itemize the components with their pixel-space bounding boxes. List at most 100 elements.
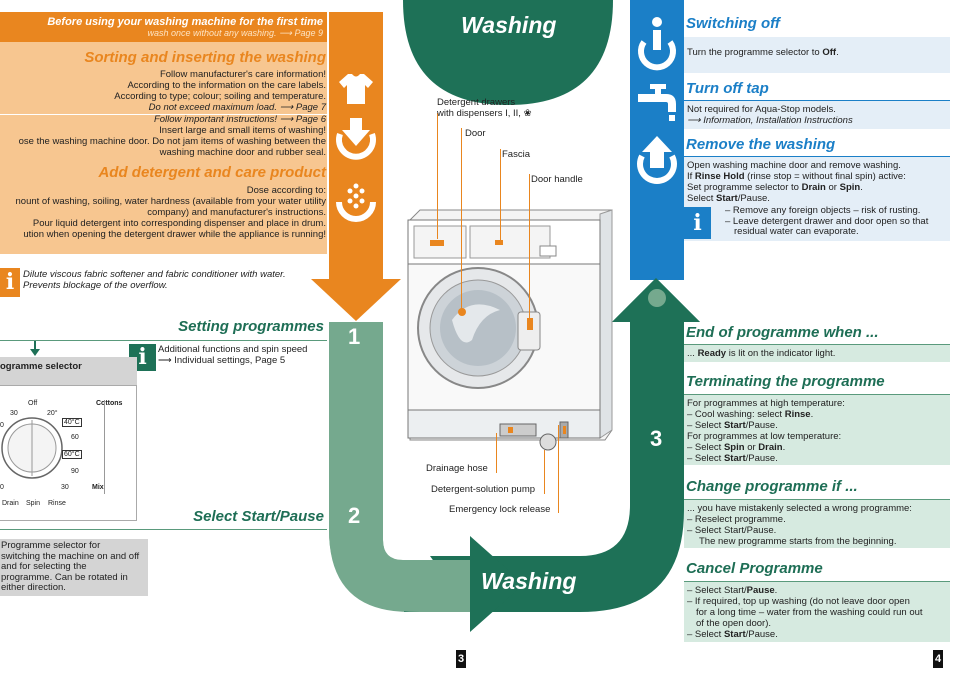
softener-note: Dilute viscous fabric softener and fabri… <box>23 269 286 291</box>
end-when-title: End of programme when ... <box>686 324 879 341</box>
select-start-title: Select Start/Pause <box>193 508 324 525</box>
remove-text: or <box>825 182 840 193</box>
sorting-line: According to the information on the care… <box>127 80 326 91</box>
remove-text: If <box>687 171 695 182</box>
sorting-lines2: Follow important instructions! ⟶ Page 6 … <box>0 114 326 158</box>
leader-fascia <box>500 149 501 245</box>
label-drainage: Drainage hose <box>426 463 488 474</box>
sorting-divider <box>0 114 327 115</box>
selector-desc-line: programme. Can be rotated in <box>1 571 128 583</box>
switching-off-box: Turn the programme selector to Off. <box>684 37 950 73</box>
terminating-bold: Start <box>723 453 746 464</box>
switching-off-title: Switching off <box>686 15 780 32</box>
remove-info-line: – Remove any foreign objects – risk of r… <box>725 205 921 216</box>
upload-arrow-icon <box>637 136 677 184</box>
turn-off-tap-rule <box>684 100 950 101</box>
softener-line: Dilute viscous fabric softener and fabri… <box>23 269 286 280</box>
detergent-line: nount of washing, soiling, water hardnes… <box>15 196 327 207</box>
programme-dial <box>1 417 63 479</box>
detergent-line: Pour liquid detergent into corresponding… <box>32 218 326 229</box>
remove-box: Open washing machine door and remove was… <box>684 157 950 241</box>
cancel-line: – Select Start/Pause. <box>687 585 947 596</box>
setting-note-line: Additional functions and spin speed <box>158 344 308 355</box>
label-drawers-line: Detergent drawers <box>437 97 516 108</box>
cancel-rule <box>684 581 950 582</box>
power-icon <box>638 17 676 71</box>
change-line: The new programme starts from the beginn… <box>699 536 897 547</box>
switching-off-bold: Off <box>822 47 837 58</box>
terminating-text: – Select <box>687 442 724 453</box>
cancel-bold: Start <box>723 629 746 640</box>
step-3-number: 3 <box>650 426 663 451</box>
cancel-line: – Select Start/Pause. <box>687 629 947 640</box>
page-number-left: 3 <box>456 650 466 668</box>
detergent-title: Add detergent and care product <box>98 164 326 181</box>
dial-left-b: 0 <box>0 484 4 491</box>
sorting-title: Sorting and inserting the washing <box>84 49 326 66</box>
label-door: Door <box>465 128 486 139</box>
washing-machine-illustration <box>407 209 613 451</box>
detergent-line: company) and manufacturer's instructions… <box>147 207 326 218</box>
page-number-right: 4 <box>933 650 943 668</box>
remove-info: – Remove any foreign objects – risk of r… <box>725 205 929 238</box>
washing-bottom-title: Washing <box>481 568 577 594</box>
sorting-line: ose the washing machine door. Do not jam… <box>18 136 326 147</box>
terminating-text: – Select <box>687 420 724 431</box>
terminating-text: /Pause. <box>745 420 778 431</box>
terminating-box: For programmes at high temperature: – Co… <box>684 395 950 465</box>
remove-bold: Spin <box>839 182 861 193</box>
terminating-line: For programmes at high temperature: <box>687 398 845 409</box>
dial-drain: Drain <box>2 500 19 507</box>
cancel-text: – Select <box>687 629 724 640</box>
dial-20: 20° <box>47 410 58 417</box>
powder-icon <box>336 183 376 222</box>
end-when-bold: Ready <box>697 348 727 359</box>
cancel-title: Cancel Programme <box>686 560 823 577</box>
terminating-bold: Rinse <box>784 409 811 420</box>
leader-pump <box>544 450 545 494</box>
remove-text: Set programme selector to <box>687 182 802 193</box>
end-when-text: is lit on the indicator light. <box>726 348 836 359</box>
remove-info-line: – Leave detergent drawer and door open s… <box>725 215 929 227</box>
terminating-text: or <box>744 442 759 453</box>
selector-desc-line: Programme selector for <box>1 540 101 551</box>
sorting-lines: Follow manufacturer's care information! … <box>0 69 326 113</box>
setting-note-line: ⟶ Individual settings, Page 5 <box>158 355 286 366</box>
remove-line: Open washing machine door and remove was… <box>687 160 901 171</box>
selector-desc-line: and for selecting the <box>1 561 87 572</box>
leader-drawers <box>437 113 438 239</box>
selector-label-box: ogramme selector <box>0 357 137 385</box>
step-1-number: 1 <box>348 324 361 349</box>
terminating-line: – Cool washing: select Rinse. <box>687 409 947 420</box>
dial-left-a: 0 <box>0 422 4 429</box>
remove-bold: Drain <box>801 182 826 193</box>
remove-text: Select <box>687 193 717 204</box>
sorting-line: Follow important instructions! ⟶ Page 6 <box>153 114 326 125</box>
label-pump: Detergent-solution pump <box>431 484 536 495</box>
change-line: – Reselect programme. <box>687 514 786 525</box>
info-icon: i <box>684 207 711 239</box>
selector-label: ogramme selector <box>0 361 82 372</box>
sorting-line: According to type; colour; soiling and t… <box>114 91 326 102</box>
arrow-down-icon <box>30 341 40 356</box>
end-when-text: ... <box>687 348 698 359</box>
remove-line: If Rinse Hold (rinse stop = without fina… <box>687 171 947 182</box>
washing-top-title: Washing <box>461 12 557 38</box>
detergent-panel <box>0 164 327 254</box>
label-drawers-line: with dispensers I, II, ❀ <box>437 108 532 119</box>
cancel-line: – If required, top up washing (do not le… <box>687 596 910 607</box>
remove-text: (rinse stop = without final spin) active… <box>744 171 906 182</box>
leader-door <box>461 128 462 312</box>
change-box: ... you have mistakenly selected a wrong… <box>684 500 950 548</box>
select-start-rule <box>0 529 327 530</box>
switching-off-text: Turn the programme selector to <box>687 47 823 58</box>
remove-info-line: residual water can evaporate. <box>734 226 859 237</box>
terminating-line: – Select Spin or Drain. <box>687 442 947 453</box>
terminating-text: . <box>810 409 814 420</box>
tap-line: ⟶ Information, Installation Instructions <box>687 115 853 126</box>
remove-line: Select Start/Pause. <box>687 193 947 204</box>
change-rule <box>684 499 950 500</box>
remove-text: /Pause. <box>737 193 770 204</box>
terminating-text: . <box>782 442 786 453</box>
